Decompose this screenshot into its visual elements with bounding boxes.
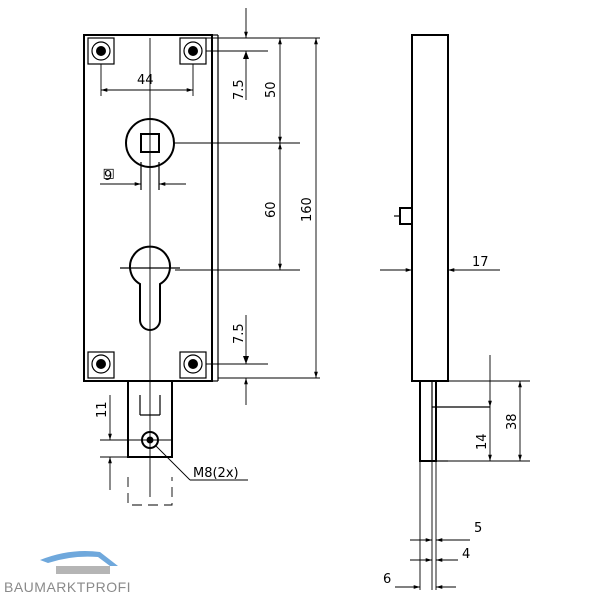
dim-bolt-thickness-b: 4	[462, 547, 470, 562]
dim-bolt-thickness-c: 6	[383, 572, 391, 587]
brand-name: BAUMARKTPROFI	[4, 579, 131, 595]
dim-bolt-height: 38	[505, 413, 520, 430]
front-dimensions: 44 7.5 50 60 160 7.5 □	[95, 8, 320, 490]
dim-depth: 17	[472, 255, 489, 270]
side-plate	[411, 34, 449, 382]
dim-top-hole-offset: 7.5	[232, 79, 247, 100]
screw-hole-top-left	[87, 37, 115, 65]
screw-hole-top-right	[179, 37, 207, 65]
screw-hole-bottom-left	[87, 351, 115, 379]
dim-spindle-square-value: 9	[104, 169, 112, 184]
dim-spindle-to-cylinder: 60	[264, 201, 279, 218]
dim-hole-spacing: 44	[137, 73, 154, 88]
side-view	[394, 34, 490, 590]
dim-bottom-hole-offset: 7.5	[232, 323, 247, 344]
dim-spindle-square: □	[101, 168, 116, 180]
screw-hole-bottom-right	[179, 351, 207, 379]
roof-icon	[40, 551, 118, 566]
side-dimensions: 17 38 14 5 4 6	[380, 255, 530, 589]
dim-bolt-distance: 11	[95, 401, 110, 418]
front-view	[83, 34, 219, 506]
cylinder-cutout	[129, 245, 171, 331]
dim-thread: M8(2x)	[193, 466, 239, 481]
dim-bolt-offset: 14	[475, 433, 490, 450]
brand-logo: BAUMARKTPROFI	[4, 551, 131, 595]
dim-bolt-thickness-a: 5	[474, 521, 482, 536]
dim-top-to-spindle: 50	[264, 81, 279, 98]
lock-bolt	[127, 380, 173, 458]
dim-total-height: 160	[300, 197, 315, 222]
